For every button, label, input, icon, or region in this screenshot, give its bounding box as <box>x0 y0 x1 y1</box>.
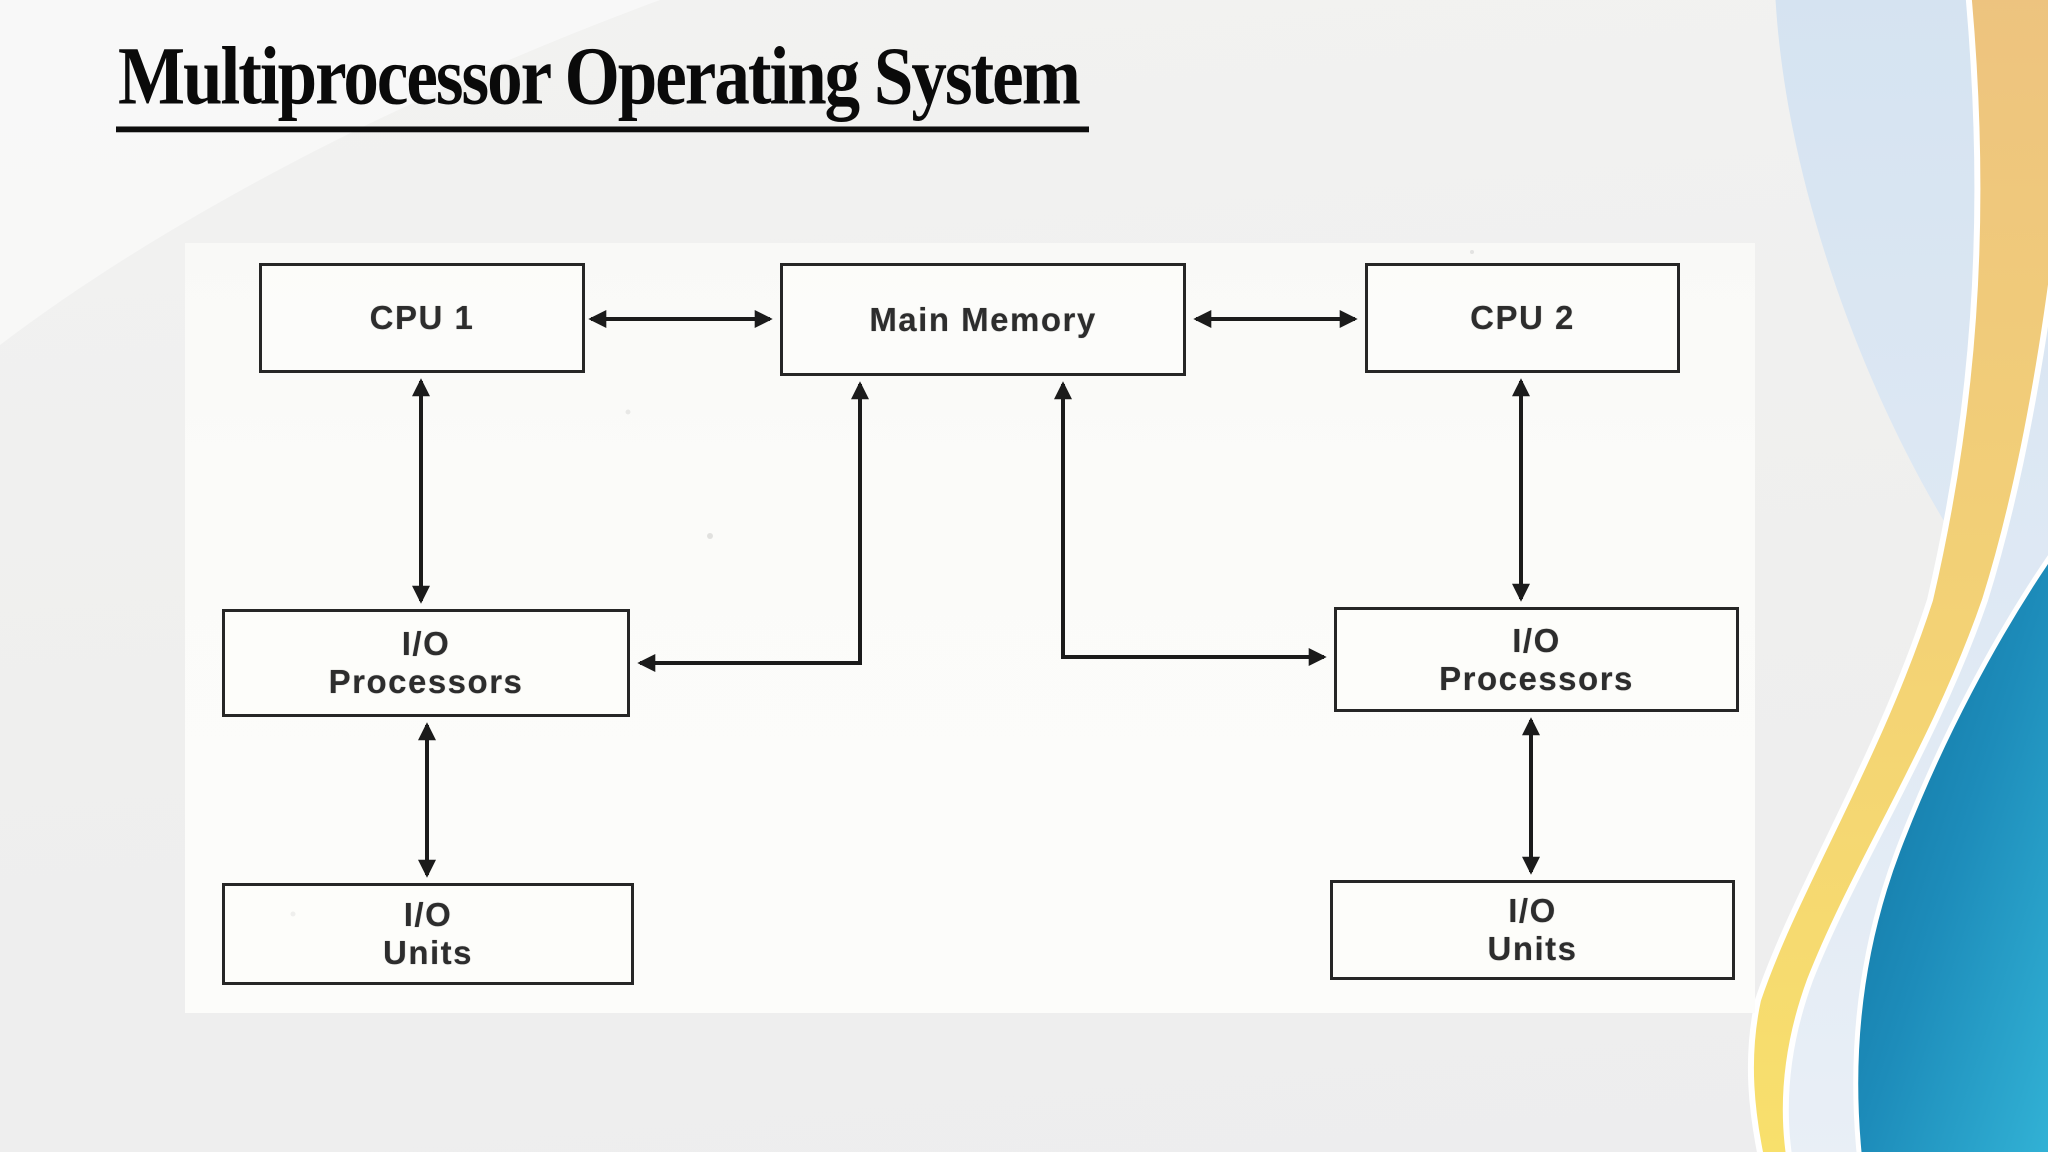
node-main-memory-label: Main Memory <box>869 300 1097 338</box>
node-io-units-right-label: I/O <box>1508 892 1557 929</box>
node-cpu1: CPU 1 <box>259 263 585 373</box>
node-io-units-right-label2: Units <box>1487 930 1578 967</box>
yellow-swoosh <box>1747 0 2048 1152</box>
node-io-units-right: I/O Units <box>1330 880 1735 980</box>
node-io-processors-right-label: I/O <box>1512 621 1561 659</box>
node-io-processors-left-label2: Processors <box>328 663 524 700</box>
node-io-units-left: I/O Units <box>222 883 634 985</box>
teal-swoosh <box>1853 555 2048 1152</box>
node-io-processors-right-label2: Processors <box>1439 659 1634 697</box>
topleft-light-swoosh <box>0 0 660 345</box>
node-cpu2-label: CPU 2 <box>1470 299 1575 336</box>
node-io-units-left-label2: Units <box>383 934 473 971</box>
page-title: Multiprocessor Operating System <box>116 35 1089 133</box>
node-main-memory: Main Memory <box>780 263 1186 376</box>
node-cpu2: CPU 2 <box>1365 263 1680 373</box>
node-io-processors-left: I/O Processors <box>222 609 630 717</box>
title-block: Multiprocessor Operating System <box>116 35 1089 133</box>
node-io-units-left-label: I/O <box>403 896 453 933</box>
node-cpu1-label: CPU 1 <box>369 299 475 336</box>
node-io-processors-left-label: I/O <box>401 625 451 662</box>
node-io-processors-right: I/O Processors <box>1334 607 1739 712</box>
